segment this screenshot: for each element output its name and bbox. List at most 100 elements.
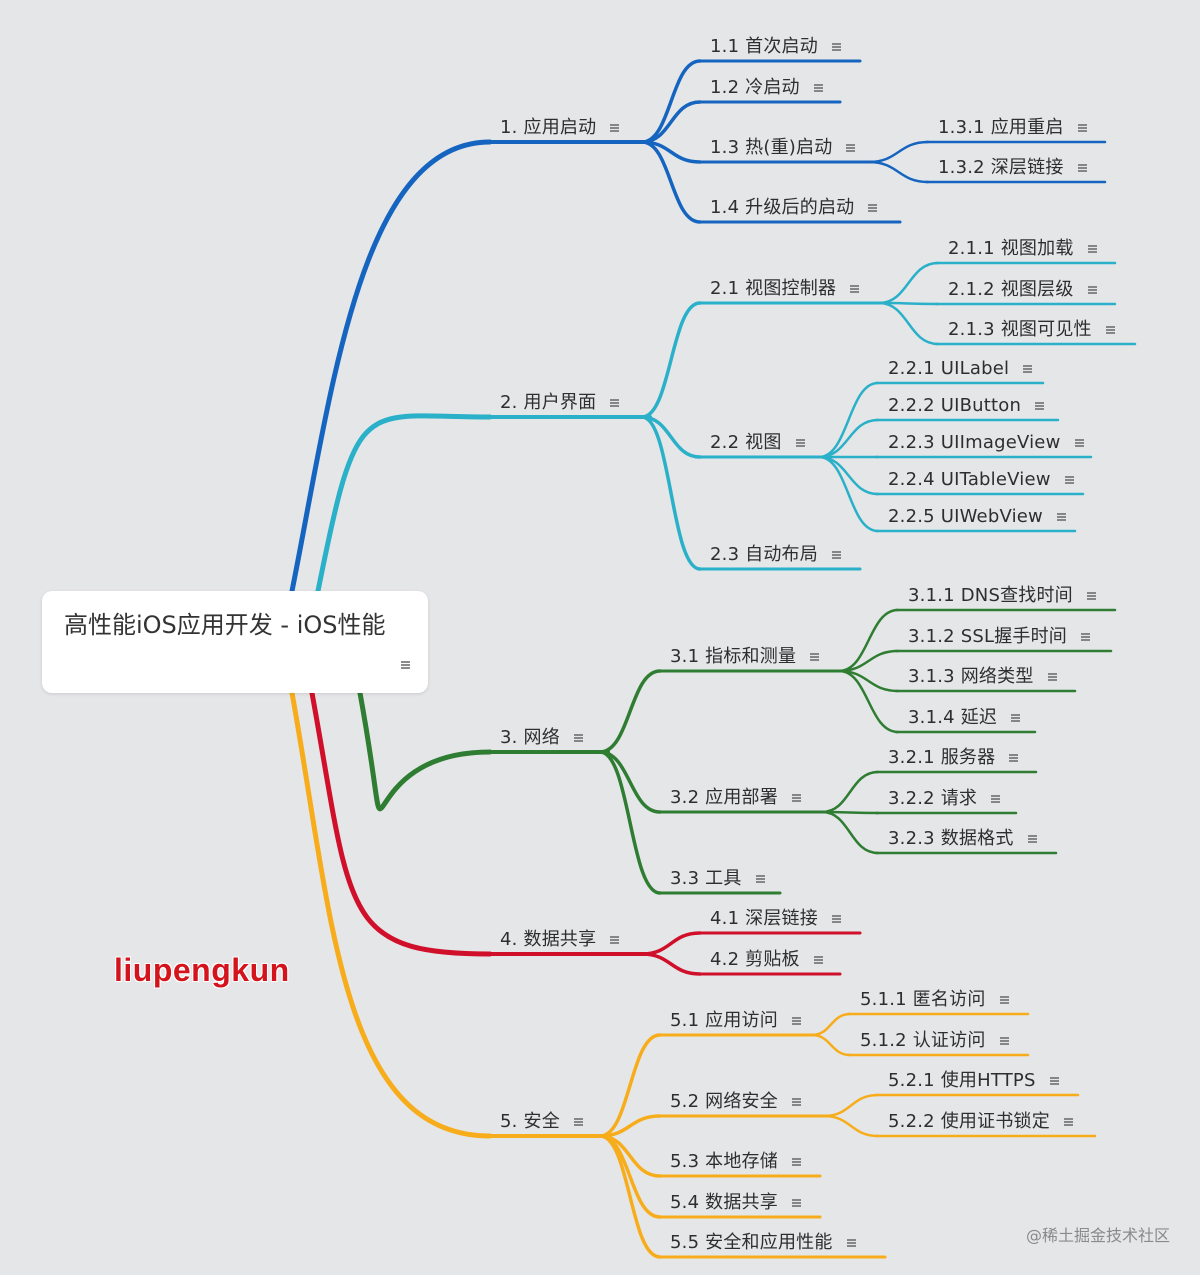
note-icon[interactable] [791, 1199, 801, 1207]
note-icon[interactable] [1009, 754, 1019, 762]
leaf-3-1-3[interactable]: 3.1.3 网络类型 [908, 666, 1057, 688]
note-icon[interactable] [1011, 714, 1021, 722]
leaf-5-1-1[interactable]: 5.1.1 匿名访问 [860, 989, 1009, 1011]
leaf-2-2-5[interactable]: 2.2.5 UIWebView [888, 506, 1066, 528]
leaf-3-1-4[interactable]: 3.1.4 延迟 [908, 707, 1021, 729]
leaf-1-3-2[interactable]: 1.3.2 深层链接 [938, 157, 1087, 179]
note-icon[interactable] [813, 956, 823, 964]
note-icon[interactable] [810, 653, 820, 661]
subtopic-2-3[interactable]: 2.3 自动布局 [710, 544, 841, 566]
note-icon[interactable] [831, 43, 841, 51]
note-icon[interactable] [1049, 1077, 1059, 1085]
subtopic-2-1-label: 2.1 视图控制器 [710, 278, 837, 299]
leaf-edge [810, 1012, 852, 1037]
note-icon[interactable] [401, 661, 410, 669]
subtopic-2-1[interactable]: 2.1 视图控制器 [710, 278, 860, 300]
note-icon[interactable] [1023, 365, 1033, 373]
subtopic-5-4[interactable]: 5.4 数据共享 [670, 1192, 801, 1214]
note-icon[interactable] [791, 1098, 801, 1106]
branch-5[interactable]: 5. 安全 [500, 1111, 583, 1133]
note-icon[interactable] [610, 399, 620, 407]
note-icon[interactable] [573, 1118, 583, 1126]
leaf-2-2-2[interactable]: 2.2.2 UIButton [888, 395, 1045, 417]
branch-4[interactable]: 4. 数据共享 [500, 929, 620, 951]
subtopic-edge [598, 1134, 662, 1259]
branch-1[interactable]: 1. 应用启动 [500, 117, 620, 139]
note-icon[interactable] [1063, 1118, 1073, 1126]
note-icon[interactable] [850, 285, 860, 293]
subtopic-3-2[interactable]: 3.2 应用部署 [670, 787, 801, 809]
leaf-5-1-2[interactable]: 5.1.2 认证访问 [860, 1030, 1009, 1052]
root-node[interactable]: 高性能iOS应用开发 - iOS性能 [42, 591, 428, 693]
note-icon[interactable] [813, 84, 823, 92]
note-icon[interactable] [999, 996, 1009, 1004]
note-icon[interactable] [755, 875, 765, 883]
note-icon[interactable] [573, 734, 583, 742]
note-icon[interactable] [1077, 124, 1087, 132]
subtopic-2-2[interactable]: 2.2 视图 [710, 432, 805, 454]
leaf-3-2-3[interactable]: 3.2.3 数据格式 [888, 828, 1037, 850]
note-icon[interactable] [791, 794, 801, 802]
leaf-edge [817, 455, 880, 533]
leaf-5-2-1[interactable]: 5.2.1 使用HTTPS [888, 1070, 1059, 1092]
note-icon[interactable] [1064, 476, 1074, 484]
note-icon[interactable] [791, 1017, 801, 1025]
subtopic-1-3[interactable]: 1.3 热(重)启动 [710, 137, 856, 159]
leaf-2-2-1[interactable]: 2.2.1 UILabel [888, 358, 1033, 380]
subtopic-5-1[interactable]: 5.1 应用访问 [670, 1010, 801, 1032]
leaf-5-2-2[interactable]: 5.2.2 使用证书锁定 [888, 1111, 1073, 1133]
note-icon[interactable] [831, 915, 841, 923]
leaf-2-2-3[interactable]: 2.2.3 UIImageView [888, 432, 1084, 454]
note-icon[interactable] [1035, 402, 1045, 410]
leaf-3-2-1[interactable]: 3.2.1 服务器 [888, 747, 1019, 769]
note-icon[interactable] [1081, 633, 1091, 641]
leaf-3-1-1-label: 3.1.1 DNS查找时间 [908, 585, 1073, 606]
subtopic-4-2-label: 4.2 剪贴板 [710, 949, 800, 970]
leaf-3-1-1[interactable]: 3.1.1 DNS查找时间 [908, 585, 1096, 607]
leaf-2-1-3-label: 2.1.3 视图可见性 [948, 319, 1092, 340]
note-icon[interactable] [991, 795, 1001, 803]
leaf-3-1-2[interactable]: 3.1.2 SSL握手时间 [908, 626, 1091, 648]
note-icon[interactable] [846, 144, 856, 152]
subtopic-5-5[interactable]: 5.5 安全和应用性能 [670, 1232, 856, 1254]
note-icon[interactable] [1105, 326, 1115, 334]
note-icon[interactable] [610, 124, 620, 132]
note-icon[interactable] [1086, 592, 1096, 600]
subtopic-edge [640, 415, 702, 459]
leaf-2-1-1[interactable]: 2.1.1 视图加载 [948, 238, 1097, 260]
subtopic-1-2[interactable]: 1.2 冷启动 [710, 77, 823, 99]
leaf-3-2-2[interactable]: 3.2.2 请求 [888, 788, 1001, 810]
subtopic-3-1[interactable]: 3.1 指标和测量 [670, 646, 820, 668]
note-icon[interactable] [795, 439, 805, 447]
leaf-edge [810, 1033, 852, 1057]
note-icon[interactable] [1087, 245, 1097, 253]
branch-3[interactable]: 3. 网络 [500, 727, 583, 749]
note-icon[interactable] [1056, 513, 1066, 521]
subtopic-1-4[interactable]: 1.4 升级后的启动 [710, 197, 878, 219]
leaf-2-1-2[interactable]: 2.1.2 视图层级 [948, 279, 1097, 301]
subtopic-5-2[interactable]: 5.2 网络安全 [670, 1091, 801, 1113]
subtopic-1-1[interactable]: 1.1 首次启动 [710, 36, 841, 58]
leaf-edge [877, 301, 940, 346]
note-icon[interactable] [610, 936, 620, 944]
branch-2[interactable]: 2. 用户界面 [500, 392, 620, 414]
note-icon[interactable] [846, 1239, 856, 1247]
subtopic-3-3[interactable]: 3.3 工具 [670, 868, 765, 890]
branch-edge [289, 139, 493, 594]
note-icon[interactable] [999, 1037, 1009, 1045]
subtopic-4-2[interactable]: 4.2 剪贴板 [710, 949, 823, 971]
subtopic-5-3[interactable]: 5.3 本地存储 [670, 1151, 801, 1173]
note-icon[interactable] [1027, 835, 1037, 843]
leaf-1-3-1[interactable]: 1.3.1 应用重启 [938, 117, 1087, 139]
note-icon[interactable] [831, 551, 841, 559]
note-icon[interactable] [1077, 164, 1087, 172]
subtopic-4-1[interactable]: 4.1 深层链接 [710, 908, 841, 930]
note-icon[interactable] [791, 1158, 801, 1166]
note-icon[interactable] [1047, 673, 1057, 681]
branch-edge [315, 413, 493, 594]
note-icon[interactable] [1087, 286, 1097, 294]
leaf-2-2-4[interactable]: 2.2.4 UITableView [888, 469, 1074, 491]
note-icon[interactable] [1074, 439, 1084, 447]
note-icon[interactable] [868, 204, 878, 212]
leaf-2-1-3[interactable]: 2.1.3 视图可见性 [948, 319, 1115, 341]
